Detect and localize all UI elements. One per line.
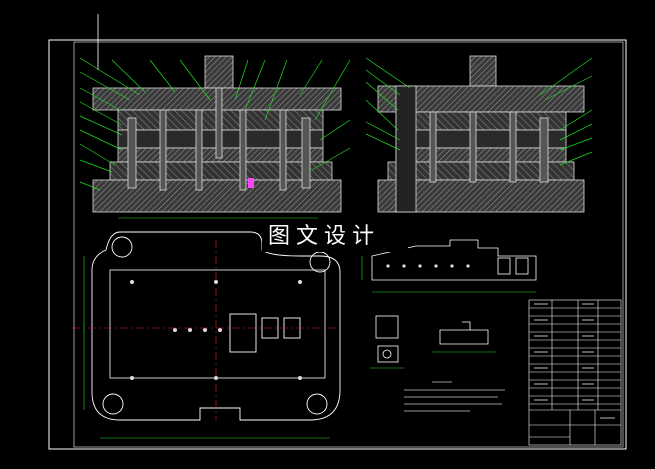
detail-part-a (370, 315, 404, 369)
front-section-left (79, 55, 351, 213)
technical-notes (404, 381, 505, 412)
drawing-border-outer (48, 39, 627, 450)
drawing-border-inner (73, 41, 624, 448)
strip-layout (361, 239, 537, 293)
front-section-right (365, 55, 593, 213)
title-block (528, 299, 622, 446)
watermark-text: 图文设计 (262, 222, 408, 252)
detail-part-b (432, 321, 496, 353)
plan-view-lower-die (72, 217, 341, 439)
